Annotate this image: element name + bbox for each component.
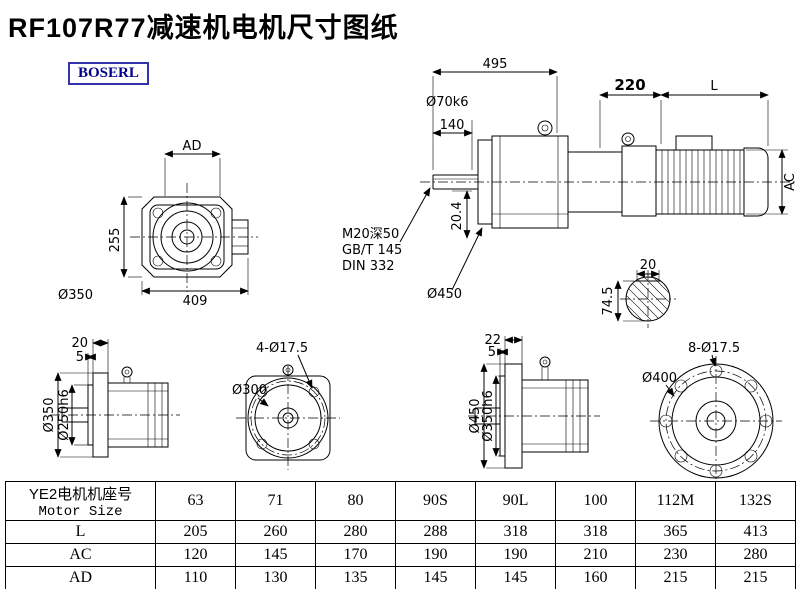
dim-flange20-label: 20 (71, 336, 88, 351)
cell-AC-112m: 230 (635, 543, 716, 567)
dim-20-label: 20 (640, 258, 657, 273)
row-label-AD: AD (5, 566, 156, 589)
dim-pilot250-label: Ø250h6 (57, 389, 72, 441)
dim-shaft-dia-label: Ø70k6 (426, 95, 469, 110)
cell-AC-100: 210 (555, 543, 636, 567)
cell-AD-63: 110 (155, 566, 236, 589)
table-row-L: L 205 260 280 288 318 318 365 413 (5, 520, 796, 544)
cell-AC-71: 145 (235, 543, 316, 567)
page-title: RF107R77减速机电机尺寸图纸 (8, 13, 399, 43)
dim-409-label: 409 (183, 294, 208, 309)
cell-L-90s: 288 (395, 520, 476, 544)
row-label-L: L (5, 520, 156, 544)
dim-flange22-label: 22 (484, 333, 501, 348)
column-header-80: 80 (315, 481, 396, 521)
row-label-AC: AC (5, 543, 156, 567)
column-header-90s: 90S (395, 481, 476, 521)
dim-d450-label: Ø450 (427, 287, 462, 302)
column-header-90l: 90L (475, 481, 556, 521)
cell-L-90l: 318 (475, 520, 556, 544)
column-header-112m: 112M (635, 481, 716, 521)
dim-204-label: 20.4 (450, 202, 465, 231)
view-front-gearbox: AD 255 409 Ø350 (58, 139, 258, 309)
cell-AD-71: 130 (235, 566, 316, 589)
cell-L-132s: 413 (715, 520, 796, 544)
cell-AC-132s: 280 (715, 543, 796, 567)
cell-AC-90s: 190 (395, 543, 476, 567)
header-motor-size: YE2电机机座号 Motor Size (5, 481, 156, 521)
cell-L-80: 280 (315, 520, 396, 544)
header-cn: YE2电机机座号 (28, 485, 133, 503)
cell-L-100: 318 (555, 520, 636, 544)
view-flange-front-large: 8-Ø17.5 Ø400 (642, 341, 782, 480)
cell-L-112m: 365 (635, 520, 716, 544)
dim-495-label: 495 (483, 57, 508, 72)
brand-logo: BOSERL (68, 62, 149, 85)
table-header-row: YE2电机机座号 Motor Size 63 71 80 90S 90L 100… (5, 481, 796, 521)
column-header-132s: 132S (715, 481, 796, 521)
technical-drawing: AD 255 409 Ø350 (42, 57, 798, 480)
dim-d300-label: Ø300 (232, 383, 267, 398)
cell-AD-90s: 145 (395, 566, 476, 589)
dim-od450-label: Ø450 (468, 398, 483, 433)
view-flange-front-small: 4-Ø17.5 Ø300 (232, 341, 340, 470)
cell-AD-100: 160 (555, 566, 636, 589)
dim-140-label: 140 (440, 118, 465, 133)
motor-dimension-table: YE2电机机座号 Motor Size 63 71 80 90S 90L 100… (5, 481, 796, 589)
dim-ad-label: AD (183, 139, 202, 154)
table-row-AD: AD 110 130 135 145 145 160 215 215 (5, 566, 796, 589)
dim-AC-label: AC (783, 173, 798, 191)
dim-pilot350-label: Ø350h6 (481, 390, 496, 442)
cell-AD-90l: 145 (475, 566, 556, 589)
cell-AC-90l: 190 (475, 543, 556, 567)
column-header-100: 100 (555, 481, 636, 521)
dim-L-label: L (710, 79, 718, 94)
dim-745-label: 74.5 (601, 287, 616, 316)
dim-d350-body-label: Ø350 (58, 288, 93, 303)
cell-AC-63: 120 (155, 543, 236, 567)
dim-spigot5b-label: 5 (488, 345, 496, 360)
dim-spigot5-label: 5 (76, 350, 84, 365)
cell-AD-80: 135 (315, 566, 396, 589)
table-row-AC: AC 120 145 170 190 190 210 230 280 (5, 543, 796, 567)
column-header-71: 71 (235, 481, 316, 521)
cell-AC-80: 170 (315, 543, 396, 567)
note-gbt-label: GB/T 145 (342, 243, 402, 258)
column-header-63: 63 (155, 481, 236, 521)
view-flange-side-small: 20 5 Ø350 Ø250h6 (42, 336, 180, 458)
cell-L-71: 260 (235, 520, 316, 544)
note-din-label: DIN 332 (342, 259, 395, 274)
dim-od350-label: Ø350 (42, 397, 57, 432)
dim-d400-label: Ø400 (642, 371, 677, 386)
view-flange-side-large: 22 5 Ø450 Ø350h6 (468, 333, 600, 469)
header-en: Motor Size (38, 503, 123, 520)
dim-220-label: 220 (614, 76, 645, 94)
dim-4holes-label: 4-Ø17.5 (256, 341, 308, 356)
view-side-assembly: 495 140 Ø70k6 220 L AC M20深50 GB/T 145 D… (342, 57, 798, 328)
cell-AD-112m: 215 (635, 566, 716, 589)
cell-L-63: 205 (155, 520, 236, 544)
note-tap-label: M20深50 (342, 227, 399, 242)
dim-255-label: 255 (108, 228, 123, 253)
cell-AD-132s: 215 (715, 566, 796, 589)
dim-8holes-label: 8-Ø17.5 (688, 341, 740, 356)
